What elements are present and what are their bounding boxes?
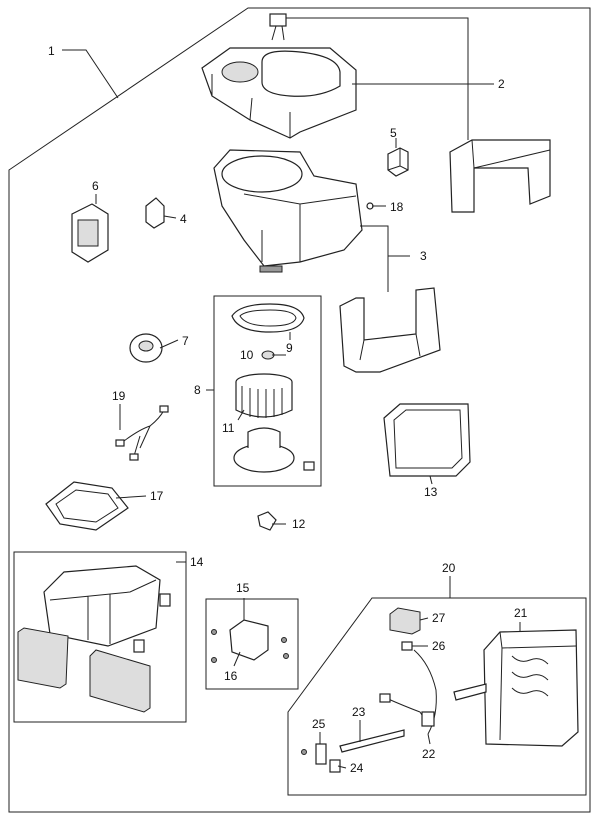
callout-labels: 1 2 5 6 4 18 3 7 8 9 10 11 19 13 17 12 1… [48, 44, 528, 775]
callout-6: 6 [92, 179, 99, 193]
grommet-part [129, 333, 163, 363]
callout-17: 17 [150, 489, 164, 503]
callout-24: 24 [350, 761, 364, 775]
evaporator-part [453, 629, 579, 747]
callout-10: 10 [240, 348, 254, 362]
blower-case-part [213, 149, 363, 273]
wire-harness-part [115, 405, 169, 461]
lever-part [145, 197, 165, 229]
callout-25: 25 [312, 717, 326, 731]
resistor-group-box [205, 598, 299, 690]
resistor-part [211, 619, 289, 663]
callout-16: 16 [224, 669, 238, 683]
callout-19: 19 [112, 389, 126, 403]
callout-5: 5 [390, 126, 397, 140]
callout-13: 13 [424, 485, 438, 499]
main-assembly-frame [8, 7, 591, 813]
blower-motor-group-box [213, 295, 322, 487]
filter-frame-part [383, 403, 471, 477]
heater-case-part [17, 565, 171, 713]
leader-lines [62, 17, 521, 769]
thermistor-part [389, 607, 421, 635]
bracket-part [301, 743, 327, 765]
gasket-part [45, 481, 129, 531]
evaporator-group-box [287, 597, 587, 796]
clip-part [387, 147, 409, 177]
callout-27: 27 [432, 611, 446, 625]
callout-14: 14 [190, 555, 204, 569]
callout-20: 20 [442, 561, 456, 575]
callout-11: 11 [222, 421, 235, 435]
callout-12: 12 [292, 517, 306, 531]
callout-23: 23 [352, 705, 366, 719]
liquid-pipe-part [339, 729, 405, 753]
callout-1: 1 [48, 44, 55, 58]
callout-8: 8 [194, 383, 201, 397]
pipe-clip-part [257, 511, 277, 531]
duct-cover-part [449, 139, 551, 213]
seal-ring-part [231, 303, 305, 333]
callout-2: 2 [498, 77, 505, 91]
callout-21: 21 [514, 606, 528, 620]
callout-7: 7 [182, 334, 189, 348]
lower-duct-part [339, 287, 441, 373]
callout-22: 22 [422, 747, 436, 761]
callout-18: 18 [390, 200, 404, 214]
top-connector [269, 13, 287, 41]
blower-motor-part [233, 427, 315, 473]
callout-9: 9 [286, 341, 293, 355]
callout-3: 3 [420, 249, 427, 263]
callout-26: 26 [432, 639, 446, 653]
upper-case-part [201, 47, 357, 139]
expansion-valve-part [379, 649, 437, 735]
callout-15: 15 [236, 581, 250, 595]
case-group-box [13, 551, 187, 723]
callout-4: 4 [180, 212, 187, 226]
fan-wheel-part [235, 373, 293, 418]
sensor-clip-part [401, 641, 413, 651]
actuator-part [71, 203, 109, 263]
